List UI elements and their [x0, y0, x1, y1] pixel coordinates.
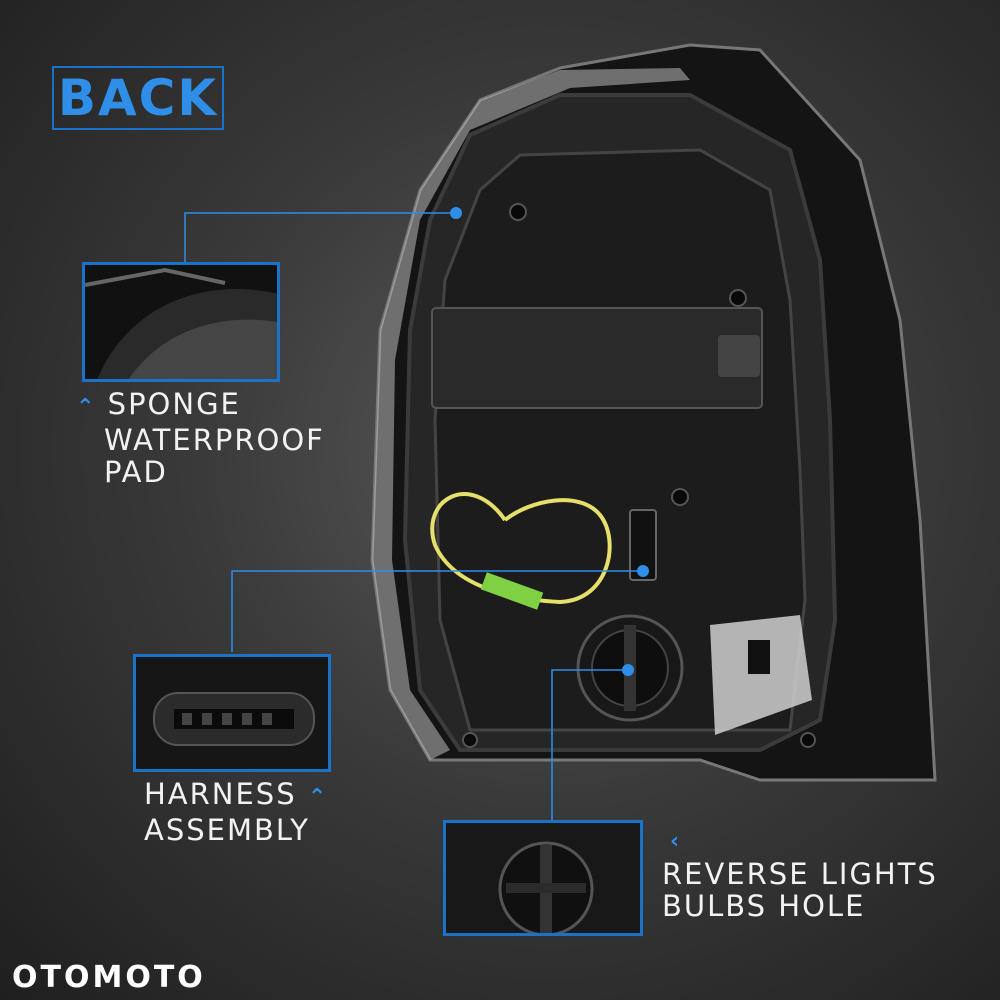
connector-cover [431, 307, 763, 409]
sponge-label-line-3: PAD [104, 455, 168, 489]
side-insert-connector [748, 640, 770, 674]
sponge-label-line-1: SPONGE [107, 387, 241, 421]
harness-dot [637, 565, 649, 577]
chevron-up-icon: ⌃ [76, 395, 97, 420]
sponge-leader-line [184, 212, 456, 262]
reverse-thumbnail-image [446, 823, 640, 933]
yellow-wire [430, 492, 612, 605]
side-insert [710, 615, 812, 735]
wire-connector [480, 572, 544, 610]
sponge-label-line-2: WATERPROOF [104, 423, 325, 457]
reverse-label-line-2: BULBS HOLE [662, 889, 866, 923]
sponge-thumbnail [82, 262, 280, 382]
screw [671, 488, 689, 506]
screw [800, 732, 816, 748]
reverse-thumbnail [443, 820, 643, 936]
page-title: BACK [57, 69, 219, 127]
harness-label-line-1: HARNESS [144, 777, 297, 811]
screw [462, 732, 478, 748]
sponge-label: ⌃ SPONGE WATERPROOF PAD [76, 388, 325, 488]
harness-leader-line [231, 570, 643, 652]
chevron-up-icon: ⌃ [307, 785, 329, 810]
harness-label: HARNESS ⌃ ASSEMBLY [144, 778, 328, 846]
harness-thumbnail-image [136, 657, 328, 769]
reverse-dot [622, 664, 634, 676]
reverse-label-line-1: REVERSE LIGHTS [662, 857, 938, 891]
harness-thumbnail [133, 654, 331, 772]
screw [509, 203, 527, 221]
reverse-label: ‹ REVERSE LIGHTS BULBS HOLE [662, 829, 938, 923]
watermark-logo: OTOMOTO [12, 960, 206, 995]
title-box: BACK [52, 66, 224, 130]
screw [729, 289, 747, 307]
back-plate [433, 148, 807, 732]
sponge-dot [450, 207, 462, 219]
cover-clip [718, 335, 760, 377]
harness-label-line-2: ASSEMBLY [144, 813, 310, 847]
chevron-left-icon: ‹ [670, 829, 682, 854]
reverse-leader-line [551, 669, 628, 820]
harness-socket [629, 509, 657, 581]
housing-chrome-rim [372, 68, 690, 760]
sponge-thumbnail-image [85, 265, 277, 379]
